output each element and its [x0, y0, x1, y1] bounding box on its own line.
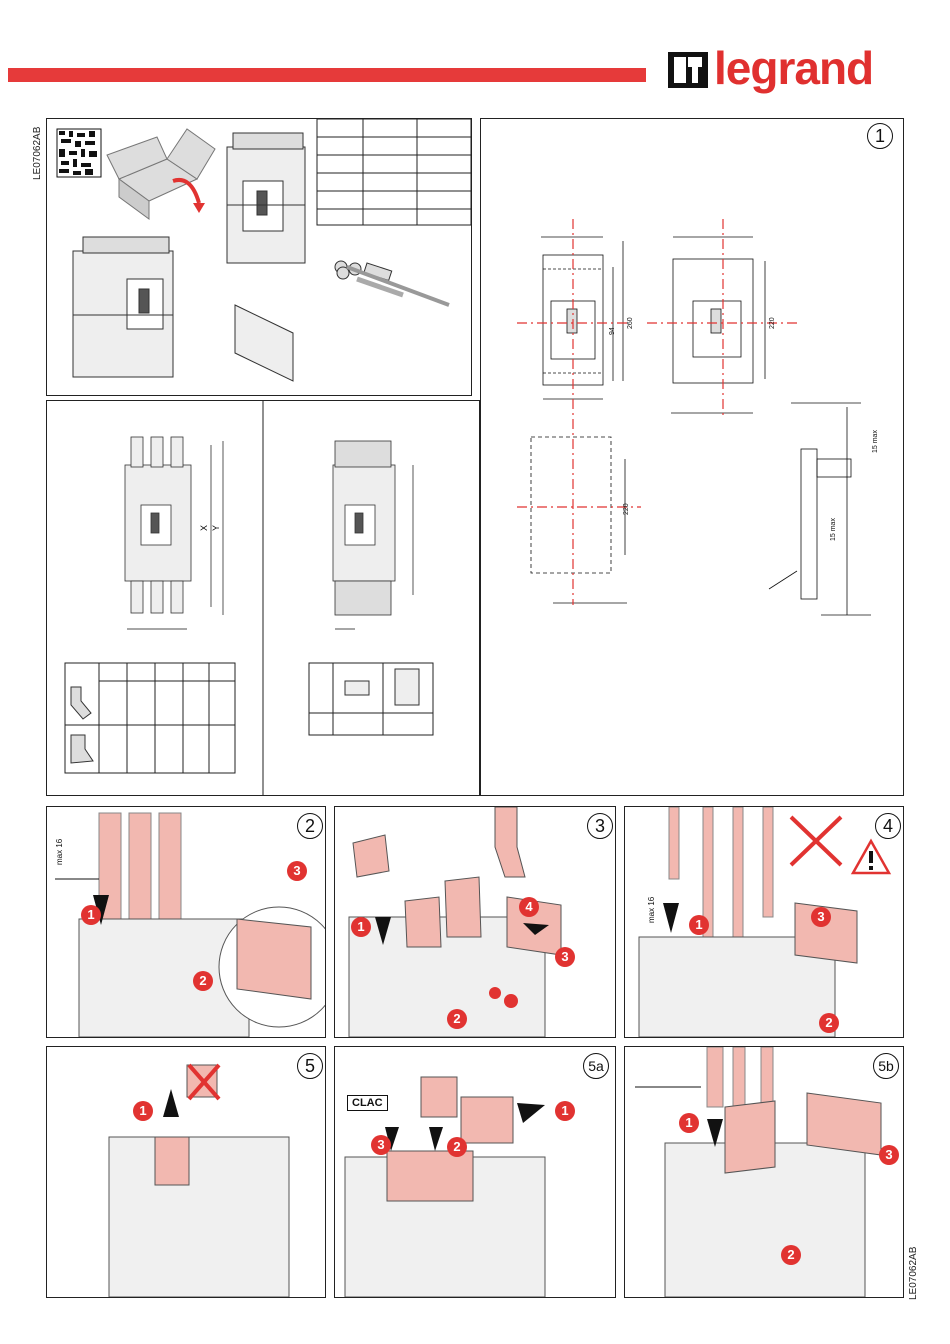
terminals-panel: X Y: [46, 400, 480, 796]
step-5-number: 5: [297, 1053, 323, 1079]
step-2-badge-3: 3: [287, 861, 307, 881]
step-5-panel: 5 1: [46, 1046, 326, 1298]
step-2-panel: max 16 2 1 2 3: [46, 806, 326, 1038]
connector-large-icon: [395, 669, 419, 705]
dim-220-cutout: 220: [623, 503, 630, 515]
contents-panel: [46, 118, 472, 396]
step-3-badge-3: 3: [555, 947, 575, 967]
document-code-bottom: LE07062AB: [908, 1247, 919, 1300]
step-5a-badge-1: 1: [555, 1101, 575, 1121]
step-3-badge-2: 2: [447, 1009, 467, 1029]
x-dimension-label: X: [199, 525, 209, 531]
step-3-illustration: [335, 807, 615, 1037]
brand-wordmark: legrand: [714, 40, 873, 96]
step-5a-illustration: [335, 1047, 615, 1297]
insulation-plate-icon: [235, 305, 293, 381]
step-5a-number: 5a: [583, 1053, 609, 1079]
clac-label: CLAC: [347, 1095, 388, 1111]
step-5b-number: 5b: [873, 1053, 899, 1079]
connector-small-icon: [345, 681, 369, 695]
screw-kit-icon: [335, 261, 449, 305]
step-3-number: 3: [587, 813, 613, 839]
step-5-badge-1: 1: [133, 1101, 153, 1121]
header-red-bar: [8, 68, 646, 82]
dimensions-drawing: 94 260 220 220 15 max 15 max: [481, 119, 903, 795]
step-5b-badge-2: 2: [781, 1245, 801, 1265]
dimensions-panel: 1: [480, 118, 904, 796]
step-5b-illustration: [625, 1047, 903, 1297]
step-3-badge-1: 1: [351, 917, 371, 937]
dim-260: 260: [627, 317, 634, 329]
document-code-top: LE07062AB: [32, 127, 43, 180]
step-5b-panel: 5b 1 2 3: [624, 1046, 904, 1298]
step-4-badge-2: 2: [819, 1013, 839, 1033]
forbidden-cross-icon: [791, 817, 841, 865]
datamatrix-code-icon: [57, 129, 101, 177]
step-4-illustration: [625, 807, 903, 1037]
step-2-number: 2: [297, 813, 323, 839]
step-4-max-label: max 16: [647, 897, 656, 923]
dim-15max-top: 15 max: [872, 430, 879, 453]
step-5a-badge-2: 2: [447, 1137, 467, 1157]
dim-15max-side: 15 max: [830, 518, 837, 541]
breaker-3p-icon: [227, 133, 305, 263]
step-5b-badge-1: 1: [679, 1113, 699, 1133]
step-3-badge-4: 4: [519, 897, 539, 917]
step-5b-badge-3: 3: [879, 1145, 899, 1165]
dim-94: 94: [609, 327, 616, 335]
step-2-badge-1: 1: [81, 905, 101, 925]
step-1-number: 1: [867, 123, 893, 149]
dim-220-front: 220: [769, 317, 776, 329]
step-5a-badge-3: 3: [371, 1135, 391, 1155]
warning-icon: [853, 841, 889, 873]
step-4-badge-1: 1: [689, 915, 709, 935]
legrand-logo-icon: [668, 52, 708, 88]
y-dimension-label: Y: [211, 525, 221, 531]
step-3-panel: 3 1 2 3 4: [334, 806, 616, 1038]
step-4-panel: max 16 4 1 2 3: [624, 806, 904, 1038]
step-2-badge-2: 2: [193, 971, 213, 991]
contents-illustration: [47, 119, 471, 395]
step-5a-panel: CLAC 5a 1 2 3: [334, 1046, 616, 1298]
step-5-illustration: [47, 1047, 325, 1297]
step-2-max-label: max 16: [55, 839, 64, 865]
terminal-bent-icon: [71, 735, 93, 763]
step-4-badge-3: 3: [811, 907, 831, 927]
terminals-drawing: X Y: [47, 401, 479, 795]
terminal-flat-icon: [71, 687, 91, 719]
step-4-number: 4: [875, 813, 901, 839]
breaker-4p-icon: [73, 237, 173, 377]
